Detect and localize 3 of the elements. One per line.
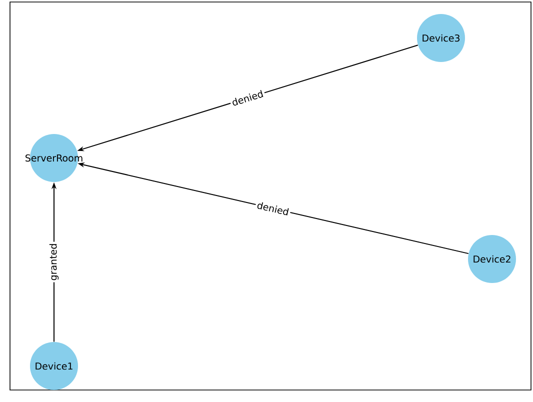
edge-label: denied [232, 90, 264, 106]
edge-label: denied [257, 202, 289, 216]
edge-label: granted [49, 244, 59, 280]
